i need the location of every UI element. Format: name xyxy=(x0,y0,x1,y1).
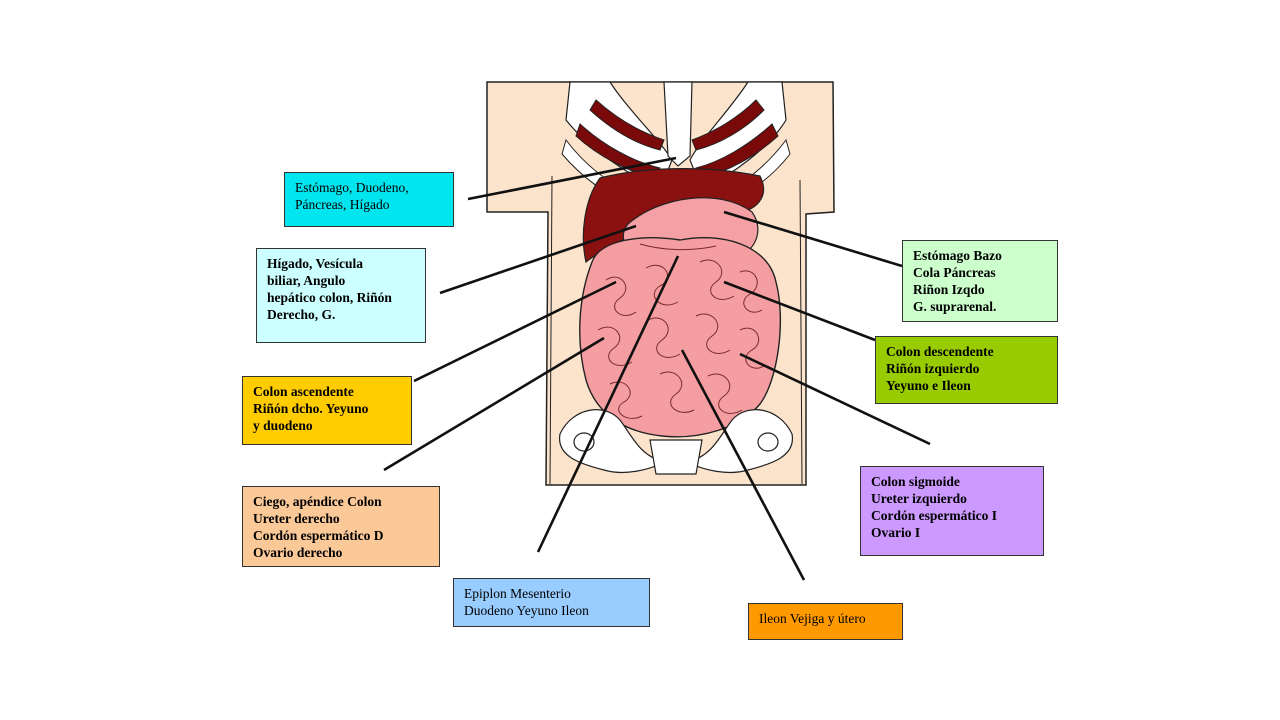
label-colon-descendente: Colon descendente Riñón izquierdo Yeyuno… xyxy=(875,336,1058,404)
label-colon-ascendente: Colon ascendente Riñón dcho. Yeyuno y du… xyxy=(242,376,412,445)
line-liver xyxy=(439,224,637,295)
label-ciego: Ciego, apéndice Colon Ureter derecho Cor… xyxy=(242,486,440,567)
intestines xyxy=(579,236,781,438)
pelvis xyxy=(559,409,793,475)
torso-side-line-left xyxy=(549,175,553,485)
label-stomach-duodenum: Estómago, Duodeno, Páncreas, Hígado xyxy=(284,172,454,227)
line-colon-desc xyxy=(723,280,876,342)
pointer-lines xyxy=(383,156,931,581)
label-epiplon: Epiplon Mesenterio Duodeno Yeyuno Ileon xyxy=(453,578,650,627)
line-ileon xyxy=(680,349,806,581)
line-cecum xyxy=(383,336,605,472)
line-sigmoid xyxy=(739,352,931,446)
line-colon-asc xyxy=(413,280,617,383)
torso-side-line-right xyxy=(799,179,803,485)
line-stomach-spleen xyxy=(723,210,903,268)
intestine-folds xyxy=(597,243,765,419)
label-colon-sigmoide: Colon sigmoide Ureter izquierdo Cordón e… xyxy=(860,466,1044,556)
line-stomach-duodenum xyxy=(467,156,677,201)
label-ileon: Ileon Vejiga y útero xyxy=(748,603,903,640)
line-epiplon xyxy=(536,255,680,553)
label-liver: Hígado, Vesícula biliar, Angulo hepático… xyxy=(256,248,426,343)
label-stomach-spleen: Estómago Bazo Cola Páncreas Riñon Izqdo … xyxy=(902,240,1058,322)
